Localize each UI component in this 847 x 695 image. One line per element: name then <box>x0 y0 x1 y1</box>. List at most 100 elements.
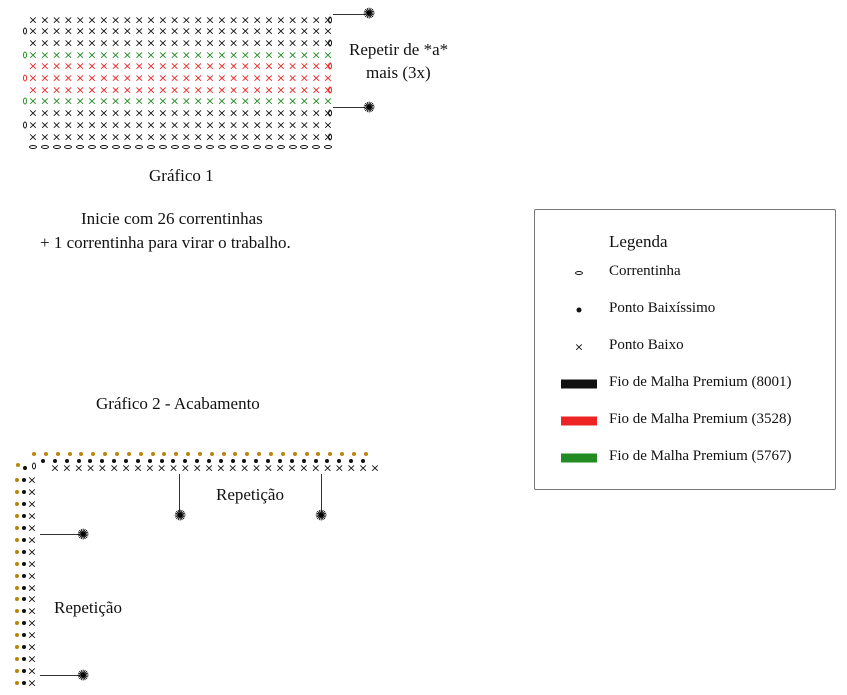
single-crochet-stitch: × <box>146 59 156 73</box>
single-crochet-stitch: × <box>217 48 227 62</box>
single-crochet-stitch: × <box>99 13 109 26</box>
single-crochet-stitch: × <box>299 59 309 73</box>
single-crochet-stitch: × <box>217 36 227 50</box>
single-crochet-stitch: × <box>311 13 321 26</box>
single-crochet-stitch: × <box>193 106 203 120</box>
single-crochet-stitch: × <box>27 592 37 606</box>
single-crochet-stitch: × <box>193 83 203 97</box>
single-crochet-stitch: × <box>205 106 215 120</box>
single-crochet-stitch: × <box>299 83 309 97</box>
single-crochet-stitch: × <box>40 106 50 120</box>
single-crochet-stitch: × <box>228 48 239 62</box>
chain-stitch <box>217 145 226 150</box>
single-crochet-stitch: × <box>27 604 37 618</box>
slip-stitch-gold <box>15 597 19 602</box>
single-crochet-stitch: × <box>252 36 262 50</box>
single-crochet-stitch: × <box>276 71 286 85</box>
single-crochet-stitch: × <box>134 71 144 85</box>
single-crochet-stitch: × <box>252 118 262 132</box>
single-crochet-stitch: × <box>27 473 37 487</box>
single-crochet-stitch: × <box>75 94 85 108</box>
single-crochet-stitch: × <box>51 94 62 108</box>
chart-2-title: Gráfico 2 - Acabamento <box>96 394 260 413</box>
single-crochet-stitch: × <box>299 130 309 143</box>
single-crochet-stitch: × <box>299 71 309 85</box>
single-crochet-stitch: × <box>299 94 309 108</box>
single-crochet-stitch: × <box>158 13 168 26</box>
single-crochet-stitch: × <box>204 461 214 475</box>
single-crochet-stitch: × <box>252 71 262 85</box>
single-crochet-stitch: × <box>217 94 227 108</box>
single-crochet-stitch: × <box>87 71 97 85</box>
slip-stitch <box>206 459 211 463</box>
single-crochet-stitch: × <box>240 48 250 62</box>
single-crochet-stitch: × <box>146 83 156 97</box>
single-crochet-stitch: × <box>193 48 203 62</box>
chain-stitch <box>111 145 120 150</box>
legend-item-yarn-5767: Fio de Malha Premium (5767) <box>535 448 835 468</box>
single-crochet-stitch: × <box>228 59 239 73</box>
single-crochet-stitch: × <box>323 118 333 132</box>
single-crochet-stitch: × <box>276 48 286 62</box>
single-crochet-stitch: × <box>51 59 62 73</box>
repeat-marker-star-icon: ✺ <box>362 4 376 23</box>
single-crochet-stitch: × <box>99 106 109 120</box>
single-crochet-stitch: × <box>134 130 144 143</box>
repeat-marker-line <box>333 107 365 109</box>
single-crochet-stitch: × <box>110 24 121 38</box>
single-crochet-stitch: × <box>287 71 298 85</box>
single-crochet-stitch: × <box>146 48 156 62</box>
single-crochet-stitch: × <box>181 106 191 120</box>
single-crochet-stitch: × <box>158 71 168 85</box>
single-crochet-stitch: × <box>181 83 191 97</box>
legend-title: Legenda <box>609 232 668 251</box>
single-crochet-stitch: × <box>299 36 309 50</box>
single-crochet-stitch: × <box>75 130 85 143</box>
single-crochet-stitch: × <box>99 94 109 108</box>
single-crochet-stitch: × <box>28 83 38 97</box>
single-crochet-stitch: × <box>87 48 97 62</box>
single-crochet-stitch: × <box>87 24 97 38</box>
single-crochet-stitch: × <box>27 545 37 559</box>
single-crochet-stitch: × <box>276 83 286 97</box>
legend-item-chain: Correntinha <box>535 263 835 283</box>
single-crochet-stitch: × <box>122 71 132 85</box>
single-crochet-stitch: × <box>193 118 203 132</box>
single-crochet-stitch: × <box>122 59 132 73</box>
slip-stitch <box>183 459 188 463</box>
single-crochet-stitch: × <box>122 118 132 132</box>
slip-stitch <box>22 633 26 638</box>
slip-stitch-gold <box>15 621 19 626</box>
single-crochet-stitch: × <box>240 24 250 38</box>
single-crochet-stitch: × <box>146 130 156 143</box>
single-crochet-stitch: × <box>63 94 73 108</box>
single-crochet-stitch: × <box>110 106 121 120</box>
single-crochet-stitch: × <box>51 13 62 26</box>
single-crochet-stitch: × <box>287 83 298 97</box>
single-crochet-stitch: × <box>87 94 97 108</box>
slip-stitch <box>254 459 259 463</box>
single-crochet-stitch: × <box>205 118 215 132</box>
single-crochet-stitch: × <box>74 461 84 475</box>
slip-stitch-icon <box>576 307 582 313</box>
single-crochet-stitch: × <box>28 118 38 132</box>
single-crochet-stitch: × <box>63 59 73 73</box>
single-crochet-stitch: × <box>87 13 97 26</box>
single-crochet-stitch: × <box>276 118 286 132</box>
single-crochet-stitch: × <box>169 71 180 85</box>
single-crochet-stitch: × <box>99 59 109 73</box>
single-crochet-stitch: × <box>110 94 121 108</box>
legend-box: Legenda Correntinha Ponto Baixíssimo × P… <box>534 209 836 490</box>
chain-stitch <box>324 145 332 150</box>
chain-stitch <box>64 145 73 150</box>
single-crochet-stitch: × <box>158 106 168 120</box>
slip-stitch-gold <box>328 452 333 456</box>
single-crochet-stitch: × <box>240 106 250 120</box>
slip-stitch <box>22 537 26 542</box>
single-crochet-stitch: × <box>228 106 239 120</box>
single-crochet-stitch: × <box>27 557 37 571</box>
single-crochet-stitch: × <box>169 13 180 26</box>
single-crochet-stitch: × <box>169 106 180 120</box>
single-crochet-stitch: × <box>228 24 239 38</box>
single-crochet-stitch: × <box>146 36 156 50</box>
